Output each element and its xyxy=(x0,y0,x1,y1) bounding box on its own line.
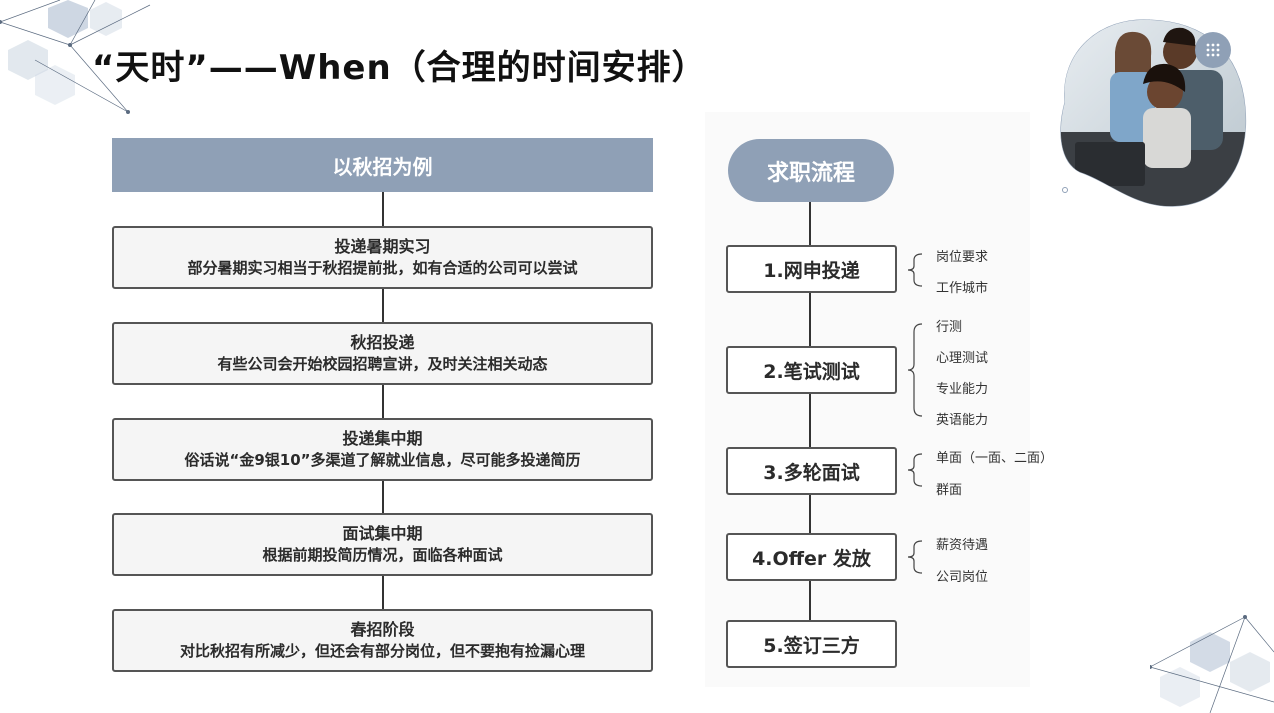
flow-header: 求职流程 xyxy=(728,139,894,202)
flow-step: 5.签订三方 xyxy=(726,620,897,668)
flow-substep: 心理测试 xyxy=(936,351,989,366)
team-photo xyxy=(1060,19,1247,207)
connector-line xyxy=(382,192,384,226)
page-title: “天时”——When（合理的时间安排） xyxy=(92,48,707,88)
timeline-step: 投递暑期实习 部分暑期实习相当于秋招提前批，如有合适的公司可以尝试 xyxy=(112,226,653,289)
connector-line xyxy=(382,385,384,418)
flow-substep: 薪资待遇 xyxy=(936,538,989,553)
grid-dots-icon xyxy=(1206,43,1220,57)
flow-spine xyxy=(809,200,811,625)
brace-connector xyxy=(908,540,922,574)
corner-network-decoration-bottom xyxy=(1150,615,1274,713)
step-title: 面试集中期 xyxy=(342,524,423,543)
flow-step: 1.网申投递 xyxy=(726,245,897,293)
brace-connector xyxy=(908,253,922,287)
step-desc: 部分暑期实习相当于秋招提前批，如有合适的公司可以尝试 xyxy=(187,259,578,277)
flow-substep: 英语能力 xyxy=(936,413,989,428)
timeline-step: 面试集中期 根据前期投简历情况，面临各种面试 xyxy=(112,513,653,576)
flow-substep: 工作城市 xyxy=(936,281,989,296)
step-title: 投递暑期实习 xyxy=(334,237,431,256)
flow-panel-background xyxy=(705,112,1030,687)
flow-substep: 专业能力 xyxy=(936,382,989,397)
flow-substep: 公司岗位 xyxy=(936,570,989,585)
step-desc: 俗话说“金9银10”多渠道了解就业信息，尽可能多投递简历 xyxy=(184,451,581,469)
flow-substep: 行测 xyxy=(936,320,963,335)
step-desc: 有些公司会开始校园招聘宣讲，及时关注相关动态 xyxy=(217,355,548,373)
step-title: 春招阶段 xyxy=(350,620,415,639)
brace-connector xyxy=(908,323,922,417)
left-header: 以秋招为例 xyxy=(112,138,653,192)
connector-line xyxy=(382,481,384,513)
step-desc: 根据前期投简历情况，面临各种面试 xyxy=(262,546,503,564)
flow-step: 2.笔试测试 xyxy=(726,346,897,394)
flow-step: 3.多轮面试 xyxy=(726,447,897,495)
connector-line xyxy=(382,576,384,609)
step-title: 秋招投递 xyxy=(350,333,415,352)
timeline-step: 春招阶段 对比秋招有所减少，但还会有部分岗位，但不要抱有捡漏心理 xyxy=(112,609,653,672)
timeline-step: 投递集中期 俗话说“金9银10”多渠道了解就业信息，尽可能多投递简历 xyxy=(112,418,653,481)
timeline-step: 秋招投递 有些公司会开始校园招聘宣讲，及时关注相关动态 xyxy=(112,322,653,385)
flow-substep: 群面 xyxy=(936,483,963,498)
flow-step: 4.Offer 发放 xyxy=(726,533,897,581)
flow-substep: 单面（一面、二面） xyxy=(936,451,1054,466)
corner-network-decoration xyxy=(0,0,151,114)
flow-substep: 岗位要求 xyxy=(936,250,989,265)
brace-connector xyxy=(908,453,922,487)
connector-line xyxy=(382,289,384,322)
step-title: 投递集中期 xyxy=(342,429,423,448)
step-desc: 对比秋招有所减少，但还会有部分岗位，但不要抱有捡漏心理 xyxy=(179,642,585,660)
